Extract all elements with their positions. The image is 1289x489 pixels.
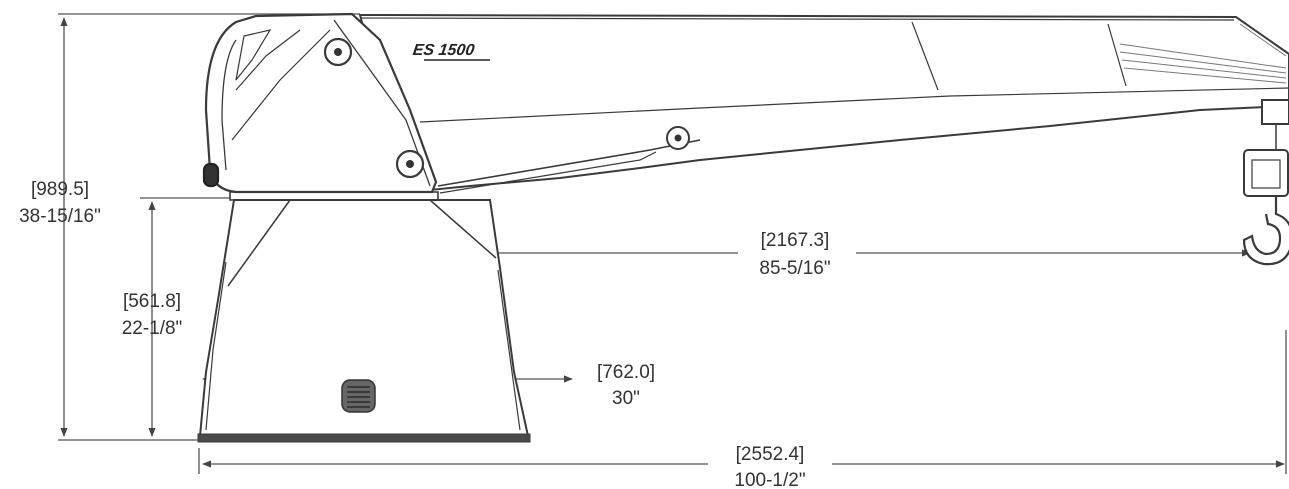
lift-cylinder-rod: [439, 151, 657, 194]
hook-block: [1243, 149, 1289, 197]
hook-assembly: [1242, 99, 1289, 266]
overall-height-imperial: 38-15/16": [19, 206, 101, 227]
pedestal-inner-right: [497, 269, 521, 431]
side-knob: [202, 162, 220, 188]
base-width-metric: [762.0]: [597, 362, 655, 383]
overall-length-imperial: 100-1/2": [734, 470, 805, 489]
turret-window-2: [235, 29, 301, 91]
crane-boom: [358, 13, 1289, 194]
reach-imperial: 85-5/16": [759, 258, 830, 279]
pedestal-brace-right: [429, 199, 497, 259]
pedestal-inner-left: [205, 261, 227, 431]
turret-inner-curve: [221, 39, 237, 171]
boom-section-2: [1107, 23, 1127, 87]
dimension-labels: [989.5] 38-15/16" [561.8] 22-1/8" [762.0…: [19, 179, 830, 489]
crane-turret: [202, 12, 438, 194]
boom-tip-details: [1119, 23, 1287, 84]
overall-length-metric: [2552.4]: [736, 444, 805, 465]
pedestal-foot: [197, 433, 531, 443]
turret-window-1: [235, 29, 272, 81]
pedestal-brace-left: [227, 199, 291, 287]
hook: [1242, 196, 1289, 266]
reach-metric: [2167.3]: [761, 230, 830, 251]
boom-lower-chord: [419, 87, 1289, 123]
crane-pedestal: [197, 191, 531, 443]
boom-section-1: [911, 21, 939, 91]
model-label: ES 1500: [412, 41, 476, 59]
boom-head: [1261, 99, 1289, 125]
pedestal-top-plate: [229, 191, 439, 201]
base-width-imperial: 30": [612, 388, 640, 409]
access-port: [341, 379, 376, 413]
turret-window-3: [231, 29, 331, 141]
base-height-metric: [561.8]: [123, 291, 181, 312]
boom-top-edge: [359, 17, 1235, 21]
base-height-imperial: 22-1/8": [122, 318, 183, 339]
overall-height-metric: [989.5]: [31, 179, 89, 200]
